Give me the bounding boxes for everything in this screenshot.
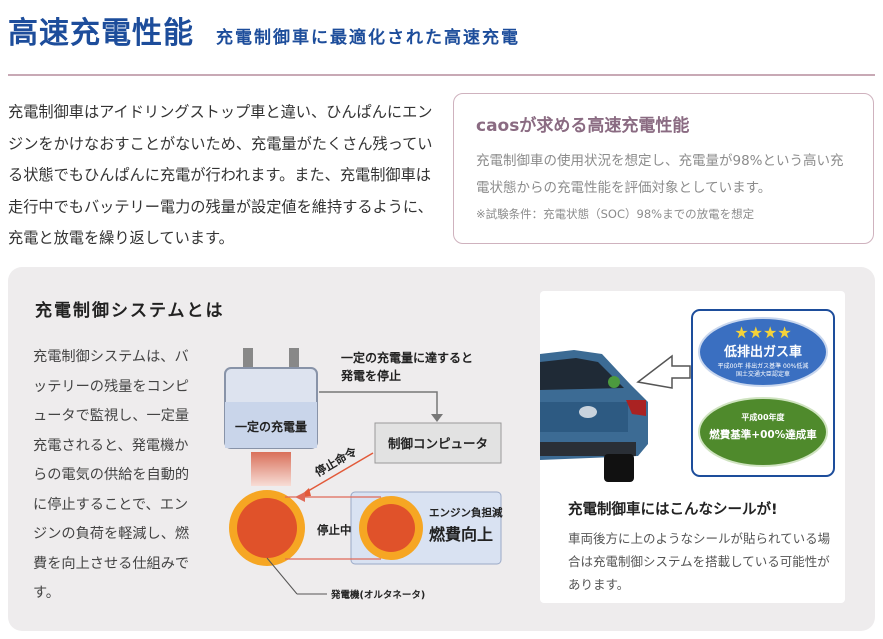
intro-paragraph: 充電制御車はアイドリングストップ車と違い、ひんぱんにエンジンをかけなおすことがな… bbox=[8, 103, 433, 247]
fuel-economy-seal bbox=[698, 397, 828, 467]
heat-block bbox=[251, 452, 291, 486]
leader-line bbox=[266, 557, 298, 595]
car-rear-window bbox=[540, 358, 624, 390]
car-and-seals-illustration: ★★★★ 低排出ガス車 平成00年 排出ガス基準 00%低減 国土交通大臣認定車… bbox=[540, 309, 835, 482]
stop-command-line bbox=[302, 452, 374, 495]
computer-box bbox=[374, 422, 502, 464]
star-icons: ★★★★ bbox=[734, 323, 791, 342]
signal-line bbox=[319, 391, 438, 418]
arrow-down-icon bbox=[431, 414, 443, 422]
page-header: 高速充電性能 充電制御車に最適化された高速充電 bbox=[8, 8, 520, 52]
engine-pulley-icon bbox=[367, 504, 415, 552]
sticker-dot-icon bbox=[608, 376, 620, 388]
car-bumper bbox=[540, 442, 636, 456]
seal2-top: 平成00年度 bbox=[741, 412, 785, 422]
stopping-label: 停止中 bbox=[317, 523, 352, 537]
page-title: 高速充電性能 bbox=[8, 16, 194, 51]
caos-box-title: caosが求める高速充電性能 bbox=[476, 116, 690, 136]
charge-control-diagram: 一定の充電量 一定の充電量に達すると 発電を停止 制御コンピュータ 停止命令 エ… bbox=[224, 348, 503, 601]
battery-label: 一定の充電量 bbox=[235, 419, 307, 434]
system-title: 充電制御システムとは bbox=[35, 301, 225, 321]
car-taillight bbox=[626, 400, 646, 416]
low-emission-seal bbox=[698, 317, 828, 387]
caos-box-body: 充電制御車の使用状況を想定し、充電量が98%という高い充電状態からの充電性能を評… bbox=[476, 153, 844, 196]
battery-terminal-icon bbox=[243, 348, 253, 370]
caos-info-box: caosが求める高速充電性能 充電制御車の使用状況を想定し、充電量が98%という… bbox=[453, 93, 874, 244]
alternator-icon bbox=[237, 498, 297, 558]
seal-card-title: 充電制御車にはこんなシールが! bbox=[568, 502, 778, 518]
page-subtitle: 充電制御車に最適化された高速充電 bbox=[216, 28, 520, 48]
seal-card-body: 車両後方に上のようなシールが貼られている場合は充電制御システムを搭載している可能… bbox=[568, 531, 831, 592]
system-description: 充電制御システムは、バッテリーの残量をコンピュータで監視し、一定量充電されると、… bbox=[33, 349, 190, 601]
pointer-arrow-icon bbox=[636, 354, 691, 389]
reach-label-2: 発電を停止 bbox=[340, 368, 401, 383]
computer-label: 制御コンピュータ bbox=[388, 436, 488, 451]
car-wheel-icon bbox=[604, 454, 634, 482]
caos-box-note: ※試験条件：充電状態（SOC）98%までの放電を想定 bbox=[476, 207, 755, 221]
battery-terminal-icon bbox=[289, 348, 299, 370]
battery-level bbox=[225, 402, 317, 448]
belt-arrow-icon bbox=[295, 492, 305, 502]
seal1-main: 低排出ガス車 bbox=[723, 344, 802, 360]
engine-load-label: エンジン負担減 bbox=[429, 506, 503, 519]
alternator-label: 発電機(オルタネータ) bbox=[330, 589, 425, 601]
header-divider bbox=[8, 74, 875, 76]
reach-label-1: 一定の充電量に達すると bbox=[341, 350, 473, 365]
car-emblem-icon bbox=[579, 406, 597, 418]
seal2-main: 燃費基準+00%達成車 bbox=[709, 428, 817, 441]
seal1-small2: 国土交通大臣認定車 bbox=[736, 370, 790, 378]
fuel-improve-label: 燃費向上 bbox=[429, 525, 493, 544]
seal1-small: 平成00年 排出ガス基準 00%低減 bbox=[718, 362, 809, 370]
